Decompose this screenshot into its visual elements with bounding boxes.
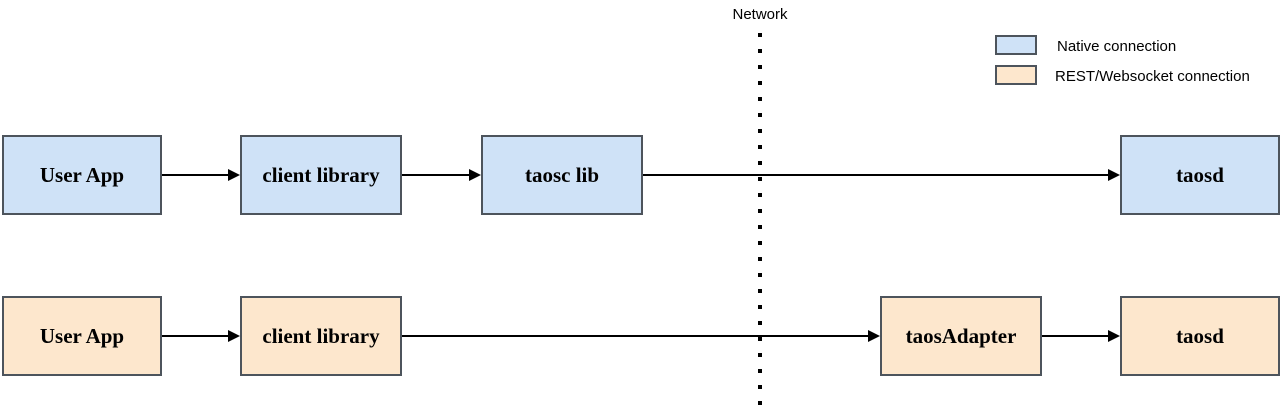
legend-native-swatch (995, 35, 1037, 55)
legend-rest-label: REST/Websocket connection (1055, 68, 1250, 85)
node-taosd-native: taosd (1120, 135, 1280, 215)
arrow-taosclib-to-taosd (643, 174, 1108, 176)
legend-rest-swatch (995, 65, 1037, 85)
arrow-taosadapter-to-taosd (1042, 335, 1108, 337)
node-client-library-rest: client library (240, 296, 402, 376)
node-taosadapter: taosAdapter (880, 296, 1042, 376)
node-taosd-rest: taosd (1120, 296, 1280, 376)
node-taosc-lib: taosc lib (481, 135, 643, 215)
arrow-userapp-to-clientlibrary-rest (162, 335, 228, 337)
network-label: Network (732, 6, 788, 23)
arrow-clientlibrary-to-taosadapter (402, 335, 868, 337)
node-client-library-native: client library (240, 135, 402, 215)
arrow-userapp-to-clientlibrary-native (162, 174, 228, 176)
arrow-clientlibrary-to-taosclib (402, 174, 469, 176)
node-user-app-native: User App (2, 135, 162, 215)
legend-native-label: Native connection (1057, 38, 1177, 55)
node-user-app-rest: User App (2, 296, 162, 376)
network-dotted-divider (758, 33, 762, 407)
